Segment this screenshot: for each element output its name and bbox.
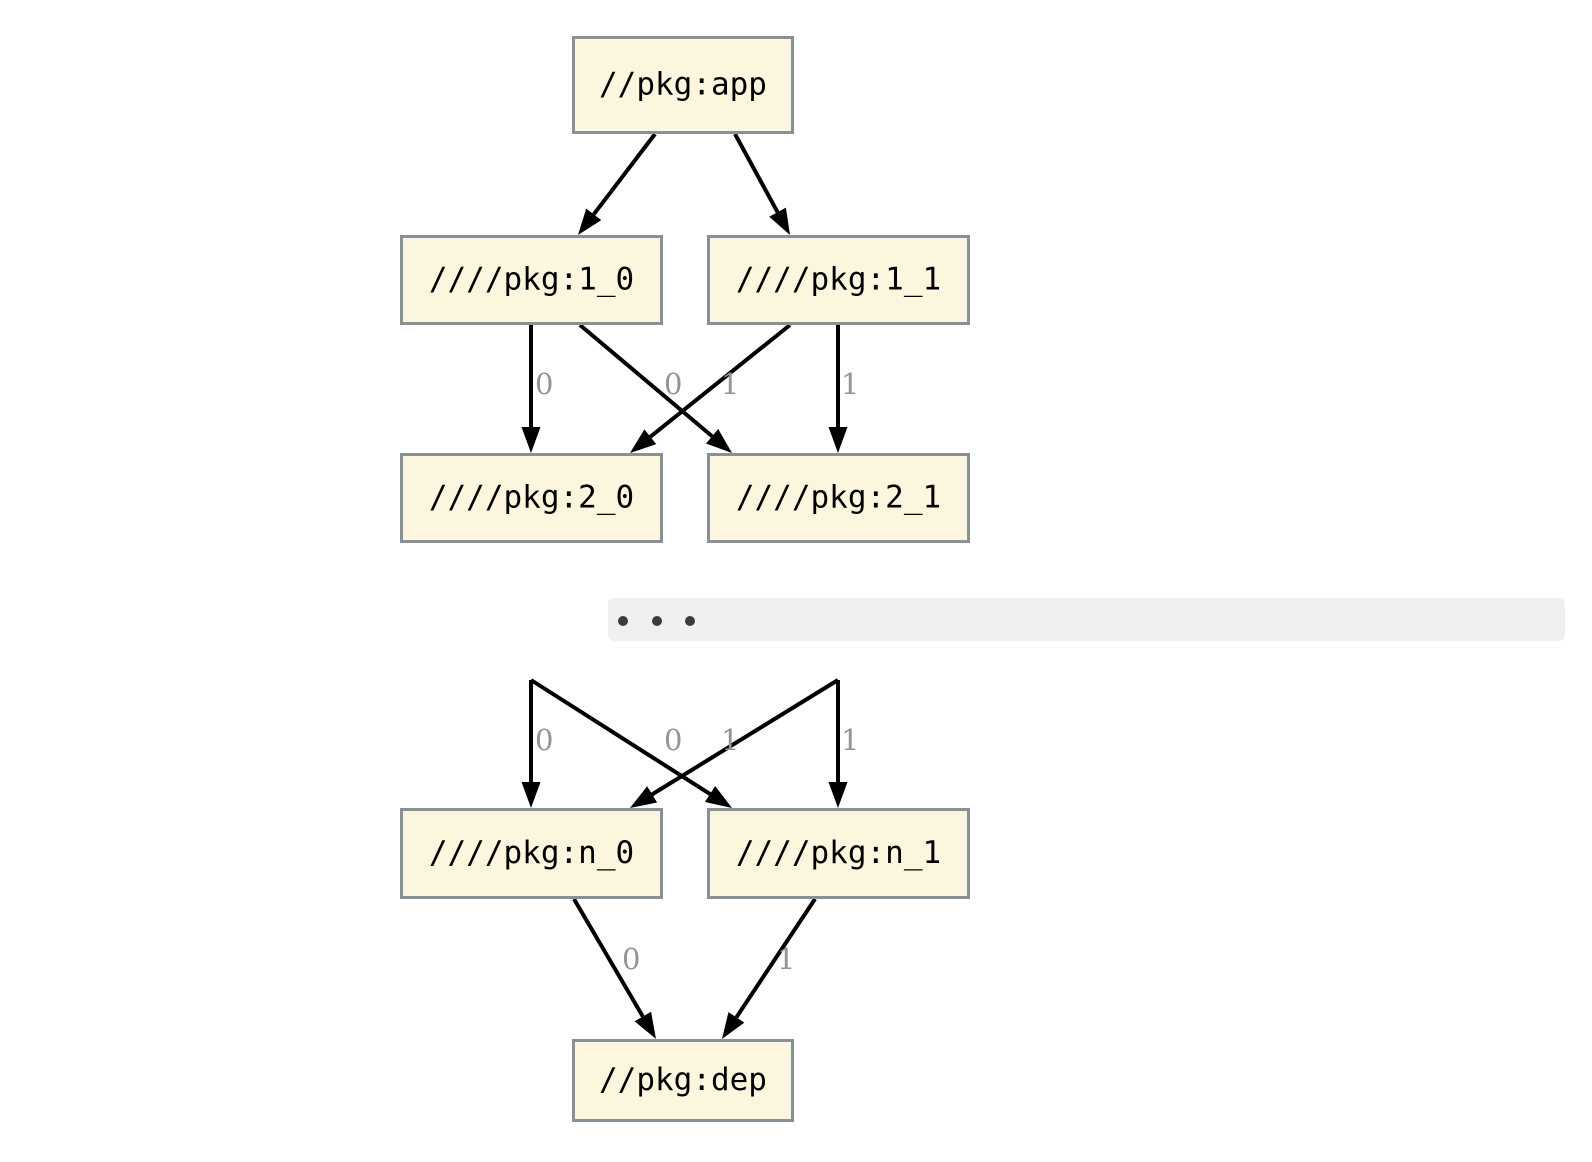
nodes-layer: //pkg:app ////pkg:1_0 ////pkg:1_1 ////pkg:2… xyxy=(400,36,970,1122)
edge-1_1-to-2_1 xyxy=(828,325,848,453)
node-box xyxy=(707,235,970,325)
edge-n_1-to-dep xyxy=(722,897,817,1039)
arrow-head-icon xyxy=(704,786,732,808)
node-label: ////pkg:n_1 xyxy=(736,835,941,871)
edge-labels-layer: 0 0 1 1 0 0 1 1 0 1 xyxy=(535,367,859,976)
arrow-head-icon xyxy=(722,1012,745,1039)
ellipsis-dot-0 xyxy=(618,616,628,626)
node-label: ////pkg:1_1 xyxy=(736,262,941,298)
edge-line xyxy=(572,897,645,1018)
edge-line xyxy=(649,323,792,439)
node-dep[interactable]: //pkg:dep xyxy=(572,1039,794,1122)
node-label: ////pkg:2_0 xyxy=(429,480,634,516)
edge-app-to-1_1 xyxy=(733,133,790,235)
edge-1_0-to-2_0 xyxy=(521,325,541,453)
edge-label-n_1-to-dep: 1 xyxy=(777,942,795,976)
edge-label-mid2-to-n_0: 1 xyxy=(721,723,739,757)
edge-line xyxy=(734,897,817,1019)
arrow-head-icon xyxy=(828,782,848,808)
edge-label-1_1-to-2_1: 1 xyxy=(841,367,859,401)
edge-line xyxy=(651,678,840,797)
node-box xyxy=(400,453,663,543)
ellipsis-dot-2 xyxy=(685,616,695,626)
node-l2_0[interactable]: ////pkg:2_0 xyxy=(400,453,663,543)
edge-label-1_1-to-2_0: 1 xyxy=(721,367,739,401)
arrow-head-icon xyxy=(521,427,541,453)
edge-mid2-to-n_1 xyxy=(828,680,848,808)
edge-label-n_0-to-dep: 0 xyxy=(622,942,640,976)
edge-label-1_0-to-2_1: 0 xyxy=(664,367,682,401)
node-ln_0[interactable]: ////pkg:n_0 xyxy=(400,808,663,899)
edge-n_0-to-dep xyxy=(572,897,656,1039)
arrow-head-icon xyxy=(828,427,848,453)
node-label: ////pkg:2_1 xyxy=(736,480,941,516)
node-l1_1[interactable]: ////pkg:1_1 xyxy=(707,235,970,325)
edge-label-mid-to-n_0: 0 xyxy=(535,723,553,757)
edge-label-mid-to-n_1: 0 xyxy=(664,723,682,757)
arrow-head-icon xyxy=(630,786,658,808)
edge-mid-to-n_1 xyxy=(529,678,732,808)
arrow-head-icon xyxy=(705,428,732,453)
edge-line xyxy=(592,132,657,216)
ellipsis-dot-1 xyxy=(652,616,662,626)
ellipsis-band xyxy=(608,598,1565,641)
edge-label-mid2-to-n_1: 1 xyxy=(841,723,859,757)
edge-mid-to-n_0 xyxy=(521,680,541,808)
edge-1_1-to-2_0 xyxy=(630,323,792,453)
node-label: ////pkg:n_0 xyxy=(429,835,634,871)
edge-mid2-to-n_0 xyxy=(630,678,840,808)
node-l1_0[interactable]: ////pkg:1_0 xyxy=(400,235,663,325)
edge-line xyxy=(578,323,714,438)
node-label: //pkg:app xyxy=(599,67,767,103)
ellipsis-band-rect xyxy=(608,598,1565,641)
arrow-head-icon xyxy=(521,782,541,808)
node-box xyxy=(400,808,663,899)
node-box xyxy=(707,453,970,543)
edge-1_0-to-2_1 xyxy=(578,323,732,453)
node-label: ////pkg:1_0 xyxy=(429,262,634,298)
edge-line xyxy=(733,133,780,214)
arrow-head-icon xyxy=(630,429,657,453)
edge-label-1_0-to-2_0: 0 xyxy=(535,367,553,401)
edges-layer xyxy=(521,132,848,1039)
node-box xyxy=(400,235,663,325)
arrow-head-icon xyxy=(769,207,790,235)
edge-app-to-1_0 xyxy=(578,132,657,235)
node-label: //pkg:dep xyxy=(599,1062,767,1098)
node-box xyxy=(572,36,794,134)
arrow-head-icon xyxy=(634,1011,656,1039)
arrow-head-icon xyxy=(578,208,602,235)
node-box xyxy=(572,1039,794,1122)
node-ln_1[interactable]: ////pkg:n_1 xyxy=(707,808,970,899)
node-l2_1[interactable]: ////pkg:2_1 xyxy=(707,453,970,543)
ellipsis-band-layer xyxy=(608,598,1565,641)
node-box xyxy=(707,808,970,899)
node-app[interactable]: //pkg:app xyxy=(572,36,794,134)
